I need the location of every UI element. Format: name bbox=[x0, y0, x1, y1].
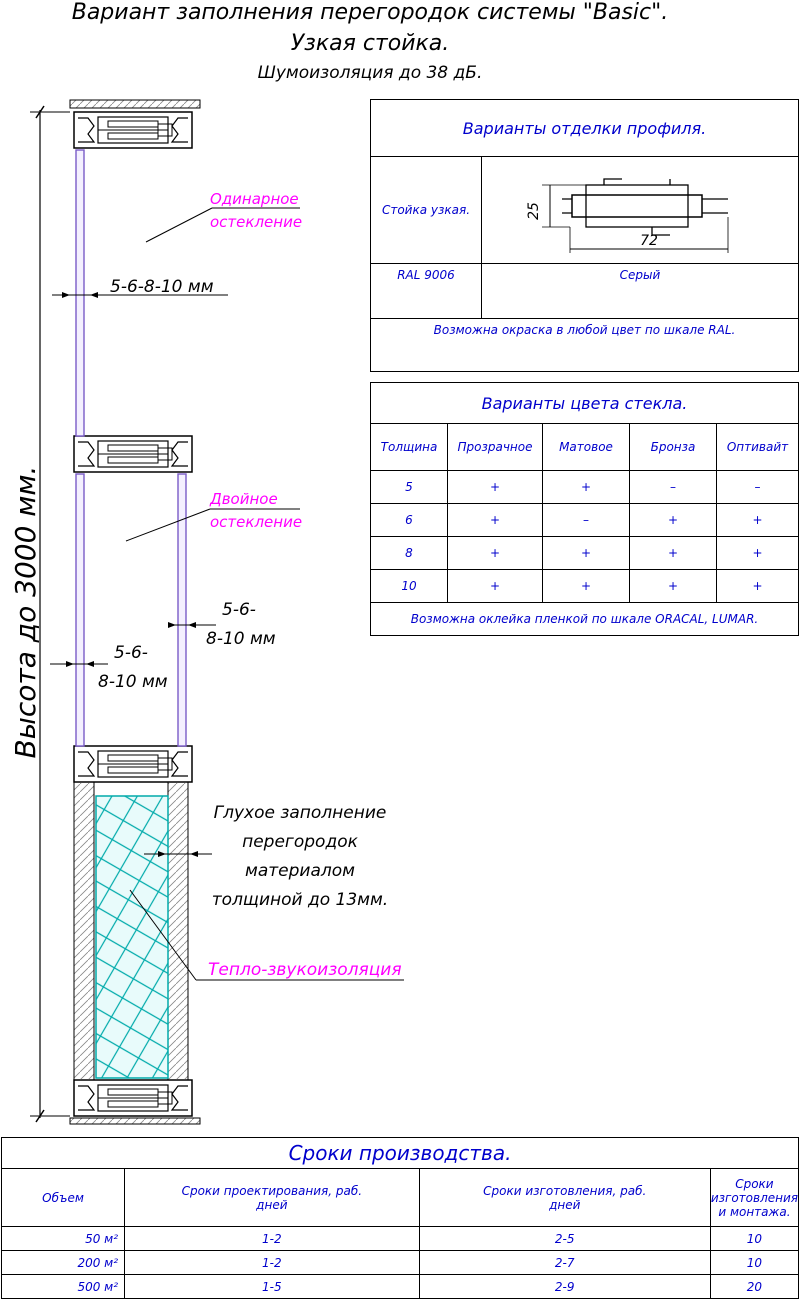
single-glazing-label-2: остекление bbox=[210, 213, 302, 231]
title-line-3: Шумоизоляция до 38 дБ. bbox=[257, 63, 483, 83]
prod-cell: 500 м² bbox=[0, 1274, 126, 1299]
glass-cell: + bbox=[629, 569, 717, 603]
solid-fill-label-4: толщиной до 13мм. bbox=[212, 890, 388, 910]
double-right-thickness-2: 8-10 мм bbox=[206, 629, 276, 649]
prod-header-manufacture: Сроки изготовления, раб. дней bbox=[418, 1168, 711, 1227]
dim-width: 72 bbox=[640, 233, 658, 249]
glass-cell: – bbox=[716, 470, 799, 504]
glass-cell: – bbox=[542, 503, 630, 537]
height-label: Высота до 3000 мм. bbox=[9, 466, 42, 759]
prod-cell: 1-2 bbox=[124, 1250, 420, 1275]
dim-height: 25 bbox=[526, 202, 542, 220]
glass-cell: + bbox=[447, 470, 543, 504]
double-glazing-label-2: остекление bbox=[210, 513, 302, 531]
prod-cell: 50 м² bbox=[0, 1226, 126, 1251]
prod-cell: 2-9 bbox=[418, 1274, 711, 1299]
title-line-1: Вариант заполнения перегородок системы "… bbox=[71, 0, 669, 25]
glass-header-clear: Прозрачное bbox=[447, 423, 543, 471]
finish-table-title: Варианты отделки профиля. bbox=[370, 99, 799, 157]
glass-header-matte: Матовое bbox=[542, 423, 630, 471]
profile-finish-table: Варианты отделки профиля. Стойка узкая. … bbox=[370, 99, 799, 372]
glass-cell: + bbox=[542, 536, 630, 570]
prod-cell: 2-5 bbox=[418, 1226, 711, 1251]
single-thickness-label: 5-6-8-10 мм bbox=[110, 277, 214, 297]
glass-header-bronze: Бронза bbox=[629, 423, 717, 471]
glass-cell: + bbox=[447, 503, 543, 537]
profile-top bbox=[73, 111, 193, 149]
production-terms-table: Сроки производства. Объем Сроки проектир… bbox=[0, 1137, 800, 1299]
solid-panel-right bbox=[167, 781, 189, 1081]
double-right-thickness-1: 5-6- bbox=[222, 600, 256, 620]
profile-lower-middle bbox=[73, 745, 193, 783]
glass-cell: + bbox=[629, 503, 717, 537]
prod-cell: 10 bbox=[709, 1250, 800, 1275]
solid-fill-label-2: перегородок bbox=[242, 832, 359, 852]
double-glazing-label-1: Двойное bbox=[209, 490, 278, 508]
solid-panel-left bbox=[73, 781, 95, 1081]
prod-header-install: Сроки изготовления и монтажа. bbox=[709, 1168, 800, 1227]
production-table-title: Сроки производства. bbox=[1, 1137, 799, 1169]
title-line-2: Узкая стойка. bbox=[290, 31, 450, 56]
prod-header-design: Сроки проектирования, раб. дней bbox=[124, 1168, 420, 1227]
glass-cell: 8 bbox=[370, 536, 448, 570]
table-row: 6+–++ bbox=[370, 503, 799, 537]
glass-cell: + bbox=[716, 536, 799, 570]
prod-cell: 1-2 bbox=[124, 1226, 420, 1251]
glass-cell: 6 bbox=[370, 503, 448, 537]
single-glass-pane bbox=[75, 149, 85, 437]
prod-cell: 20 bbox=[709, 1274, 800, 1299]
glass-cell: + bbox=[716, 569, 799, 603]
prod-cell: 10 bbox=[709, 1226, 800, 1251]
narrow-post-profile-cell: 25 72 bbox=[481, 156, 799, 264]
prod-cell: 2-7 bbox=[418, 1250, 711, 1275]
finish-row-label: Стойка узкая. bbox=[370, 156, 482, 264]
prod-cell: 1-5 bbox=[124, 1274, 420, 1299]
paint-note: Возможна окраска в любой цвет по шкале R… bbox=[370, 318, 799, 372]
glass-cell: + bbox=[542, 470, 630, 504]
glass-cell: + bbox=[542, 569, 630, 603]
glass-cell: – bbox=[629, 470, 717, 504]
insulation-label: Тепло-звукоизоляция bbox=[208, 960, 402, 980]
glass-header-optiwhite: Оптивайт bbox=[716, 423, 799, 471]
film-note: Возможна оклейка пленкой по шкале ORACAL… bbox=[370, 602, 799, 636]
double-glass-pane-right bbox=[177, 473, 187, 747]
narrow-post-profile-drawing: 25 72 bbox=[526, 177, 729, 253]
prod-cell: 200 м² bbox=[0, 1250, 126, 1275]
glass-cell: 5 bbox=[370, 470, 448, 504]
glass-table-title: Варианты цвета стекла. bbox=[370, 382, 799, 424]
glass-cell: 10 bbox=[370, 569, 448, 603]
solid-fill-label-1: Глухое заполнение bbox=[214, 803, 387, 823]
profile-upper-middle bbox=[73, 435, 193, 473]
double-left-thickness-1: 5-6- bbox=[114, 643, 148, 663]
table-row: 8++++ bbox=[370, 536, 799, 570]
table-row: 10++++ bbox=[370, 569, 799, 603]
ral-code: RAL 9006 bbox=[370, 263, 482, 319]
glass-header-thickness: Толщина bbox=[370, 423, 448, 471]
double-glass-pane-left bbox=[75, 473, 85, 747]
table-row: 5++–– bbox=[370, 470, 799, 504]
glass-cell: + bbox=[629, 536, 717, 570]
glass-cell: + bbox=[716, 503, 799, 537]
profile-color: Серый bbox=[481, 263, 799, 319]
solid-fill-label-3: материалом bbox=[245, 861, 355, 881]
glass-cell: + bbox=[447, 536, 543, 570]
glass-cell: + bbox=[447, 569, 543, 603]
glass-color-table: Варианты цвета стекла. Толщина Прозрачно… bbox=[370, 382, 799, 636]
profile-bottom bbox=[73, 1079, 193, 1117]
double-left-thickness-2: 8-10 мм bbox=[98, 672, 168, 692]
single-glazing-label-1: Одинарное bbox=[210, 190, 299, 208]
prod-header-volume: Объем bbox=[0, 1168, 126, 1227]
